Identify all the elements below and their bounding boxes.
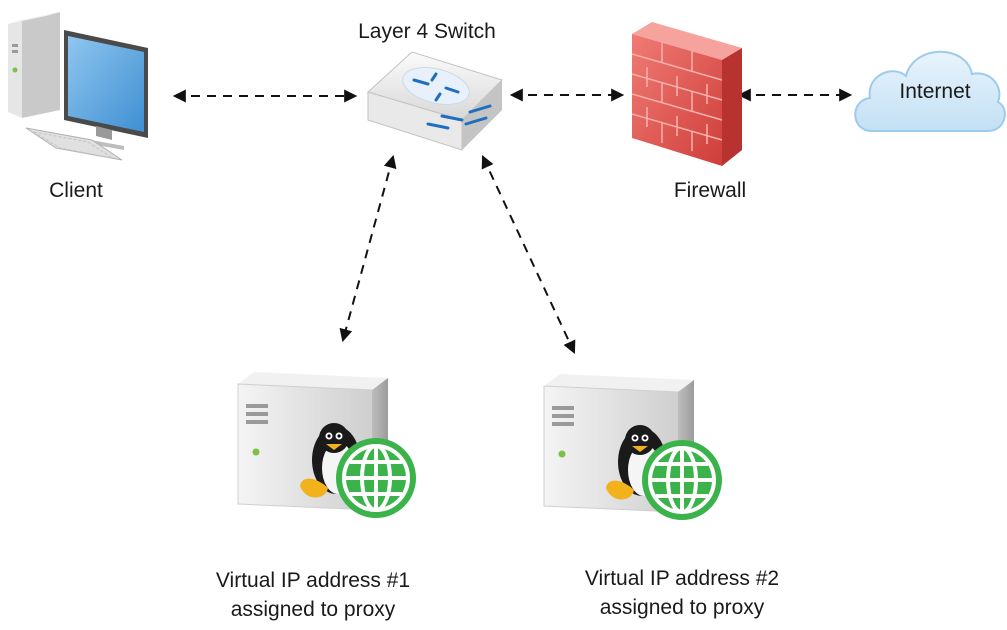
firewall-node: Firewall: [631, 22, 746, 202]
globe-icon: [642, 440, 722, 520]
linux-server-icon: [543, 374, 722, 520]
client-label: Client: [49, 179, 103, 202]
switch-node: Layer 4 Switch: [358, 20, 503, 151]
linux-server-icon: [237, 372, 416, 518]
desktop-computer-icon: [8, 12, 148, 161]
internet-label: Internet: [899, 80, 970, 103]
proxy2-label-line1: Virtual IP address #2: [585, 567, 779, 590]
proxy1-node: [237, 372, 416, 518]
proxy2-node: [543, 374, 722, 520]
cloud-icon: [854, 50, 1006, 132]
client-node: Client: [8, 12, 148, 202]
proxy2-label-line2: assigned to proxy: [600, 596, 765, 619]
globe-icon: [336, 438, 416, 518]
edge-switch-proxy1: [339, 154, 397, 343]
switch-label: Layer 4 Switch: [358, 20, 496, 43]
network-switch-icon: [367, 51, 503, 151]
firewall-label: Firewall: [674, 179, 746, 202]
internet-node: Internet: [854, 50, 1006, 132]
firewall-icon: [631, 22, 742, 166]
proxy1-label-line2: assigned to proxy: [231, 598, 396, 621]
edge-switch-proxy2: [481, 155, 576, 354]
connections: [172, 88, 853, 354]
proxy1-label-line1: Virtual IP address #1: [216, 569, 410, 592]
